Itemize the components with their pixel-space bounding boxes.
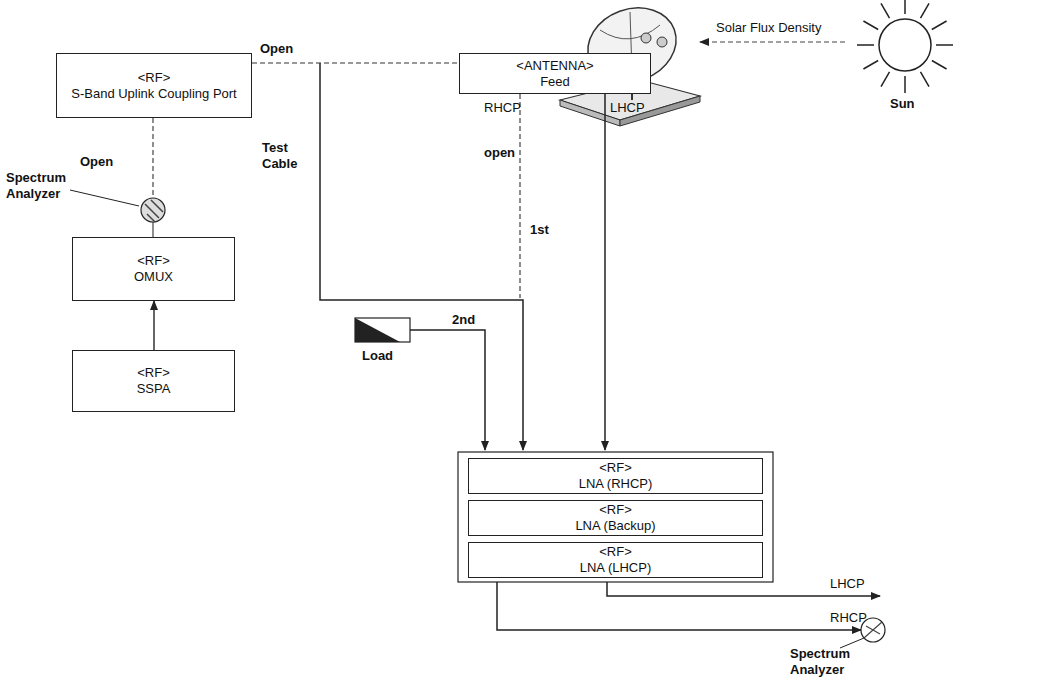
rf-box: <RF>LNA (LHCP) [468,542,763,578]
box-tag: <RF> [599,502,632,518]
connector [252,62,459,63]
box-tag: <ANTENNA> [516,58,593,74]
box-title: OMUX [134,269,173,285]
load-symbol [355,318,410,342]
output-label: RHCP [830,610,867,626]
output-label: LHCP [830,576,865,592]
load-line [410,330,485,450]
rf-box: <RF>SSPA [72,350,235,412]
analyzer-label: Spectrum Analyzer [6,170,86,201]
flux-arrow [700,41,845,42]
box-title: LNA (Backup) [575,518,655,534]
test-cable [320,63,523,450]
port-label: RHCP [484,100,521,116]
open-label: open [484,145,515,161]
spectrum-analyzer-symbol [141,198,165,222]
rf-box: <RF>LNA (Backup) [468,500,763,536]
rf-box: <RF>S-Band Uplink Coupling Port [56,53,252,118]
box-tag: <RF> [137,365,170,381]
flux-label: Solar Flux Density [716,20,821,36]
rf-box: <ANTENNA>Feed [459,53,651,94]
sun-label: Sun [890,96,915,112]
analyzer-label: Spectrum Analyzer [790,646,865,677]
edge-label: Open [260,41,293,57]
sun-illustration [857,0,953,93]
load-label: Load [362,348,393,364]
order-label: 2nd [452,312,475,328]
lhcp-line [604,94,606,450]
line [152,222,153,237]
rf-box: <RF>LNA (RHCP) [468,458,763,494]
box-title: SSPA [137,381,171,397]
box-tag: <RF> [137,253,170,269]
box-title: LNA (RHCP) [579,476,653,492]
box-tag: <RF> [599,460,632,476]
port-label: LHCP [610,100,645,116]
box-title: S-Band Uplink Coupling Port [71,86,236,102]
lna-container [458,452,773,582]
dashed-line [152,118,153,198]
order-label: 1st [530,222,549,238]
rf-box: <RF>OMUX [72,237,235,301]
open-label: Open [80,154,113,170]
dashed-line [519,94,520,298]
box-tag: <RF> [599,544,632,560]
box-title: Feed [540,74,570,90]
box-title: LNA (LHCP) [580,560,652,576]
rhcp-output [497,582,861,630]
connector [153,301,155,350]
cable-label: Test Cable [262,140,312,171]
box-tag: <RF> [138,70,171,86]
leader-line [70,190,139,206]
